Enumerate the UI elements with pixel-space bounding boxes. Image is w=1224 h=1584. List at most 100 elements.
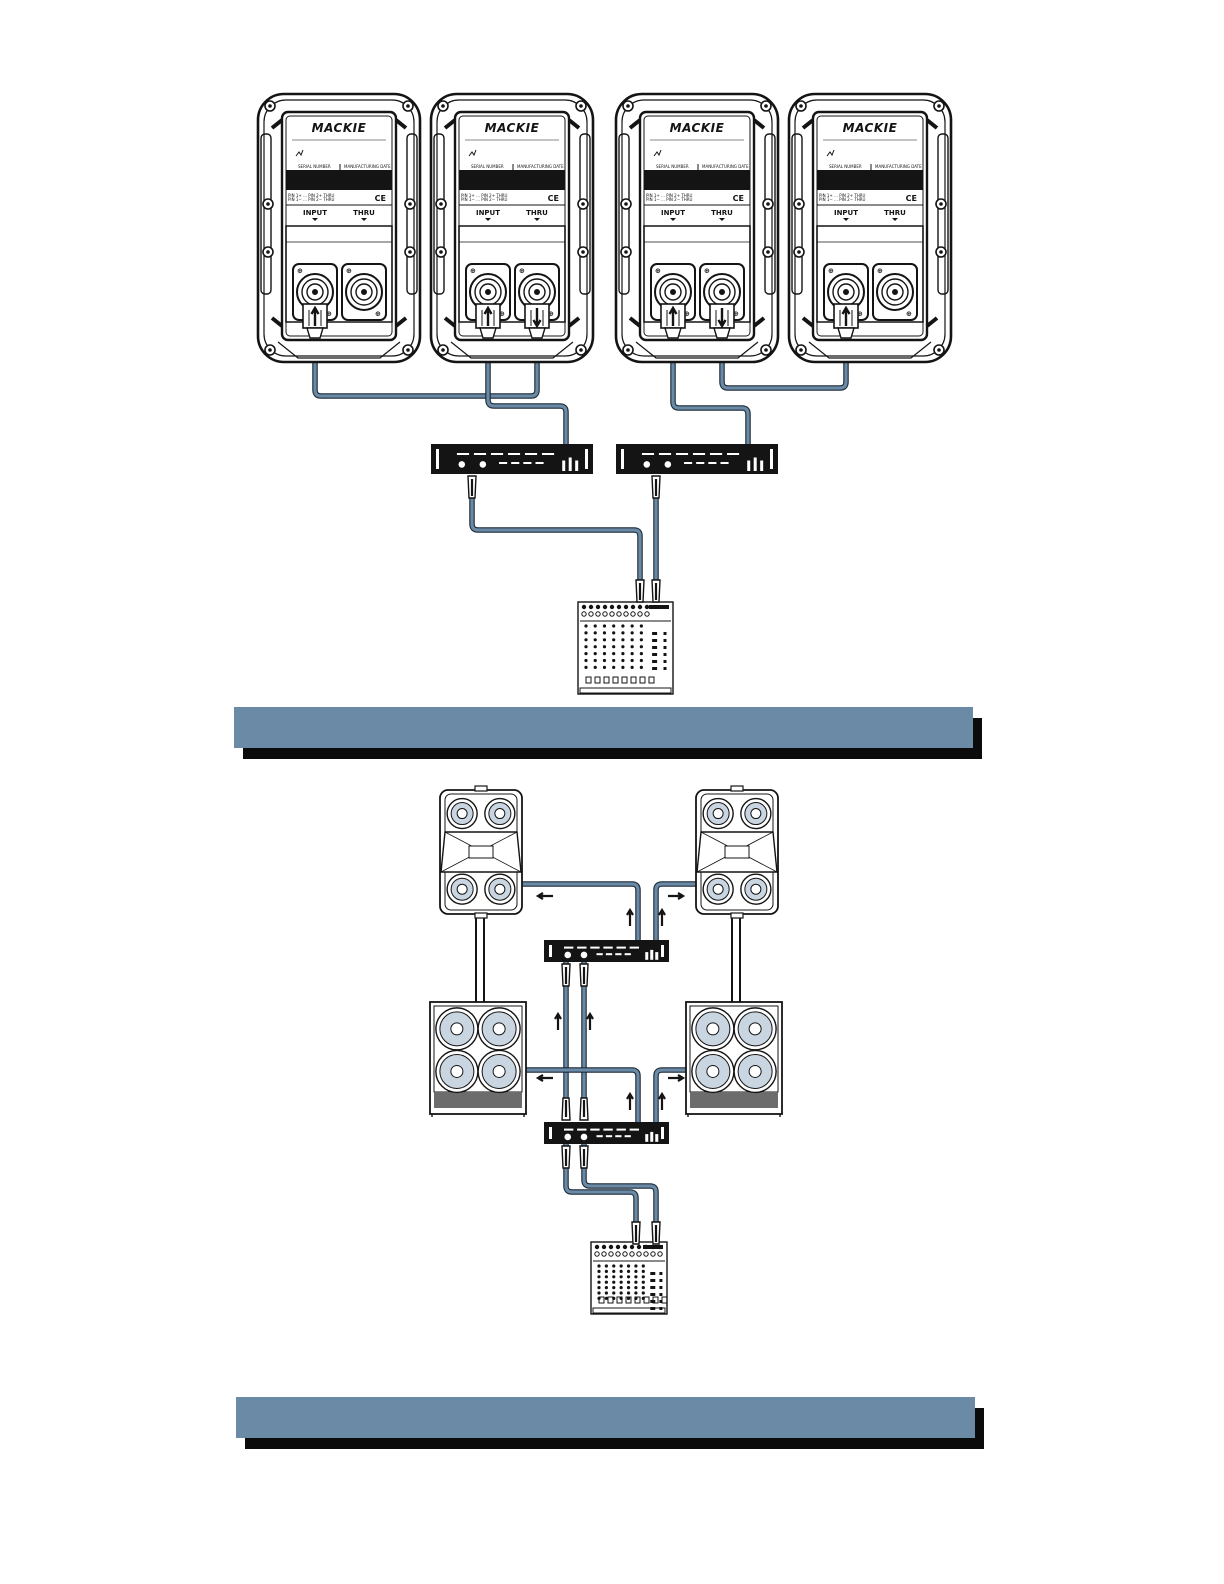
arrow-up-sub-1 xyxy=(626,1091,634,1110)
serial-number-label: SERIAL NUMBER xyxy=(829,164,862,169)
svg-text:⊕: ⊕ xyxy=(733,310,739,318)
pin-text-2: PIN 1− … PIN 2− THRU xyxy=(288,197,335,202)
amp-b2-plug-in-2 xyxy=(579,1097,589,1121)
thru-connector: ⊕⊕ xyxy=(872,263,918,321)
ce-mark: CE xyxy=(375,194,386,203)
full-range-speaker-right xyxy=(695,785,779,919)
svg-text:⊕: ⊕ xyxy=(548,310,554,318)
speaker3-input-plug xyxy=(660,303,686,339)
manufacturing-date-label: MANUFACTURING DATE xyxy=(517,164,564,169)
speaker-rear-1: MACKIE SERIAL NUMBER MANUFACTURING DATE PIN… xyxy=(256,92,422,364)
thru-label: THRU xyxy=(711,209,733,217)
pin-text-2: PIN 1− … PIN 2− THRU xyxy=(461,197,508,202)
svg-text:⊕: ⊕ xyxy=(519,267,525,275)
speaker2-thru-plug xyxy=(524,303,550,339)
svg-text:⊕: ⊕ xyxy=(346,267,352,275)
cable-sub-left xyxy=(521,1067,641,1125)
svg-text:⊕: ⊕ xyxy=(684,310,690,318)
serial-block xyxy=(644,170,750,190)
cable-speaker1-to-thru2 xyxy=(312,333,540,399)
serial-number-label: SERIAL NUMBER xyxy=(298,164,331,169)
amp-b1-plug-2 xyxy=(579,963,589,987)
pin-text-1: PIN 1+ … PIN 2+ THRU xyxy=(288,193,335,198)
speaker3-thru-plug xyxy=(709,303,735,339)
small-mark-icon xyxy=(653,149,662,157)
input-caret-icon xyxy=(312,218,318,221)
mackie-logo: MACKIE xyxy=(843,121,898,135)
mixer-bottom xyxy=(590,1241,668,1315)
cable-thru3-to-speaker4 xyxy=(719,333,849,391)
ce-mark: CE xyxy=(733,194,744,203)
subwoofer-right xyxy=(685,1001,783,1117)
thru-label: THRU xyxy=(353,209,375,217)
mackie-logo: MACKIE xyxy=(312,121,367,135)
pin-text-2: PIN 1− … PIN 2− THRU xyxy=(819,197,866,202)
cable-top-left xyxy=(519,881,641,943)
arrow-left-top xyxy=(535,892,553,900)
ce-mark: CE xyxy=(548,194,559,203)
thru-caret-icon xyxy=(719,218,725,221)
arrow-left-sub xyxy=(535,1074,553,1082)
thru-label: THRU xyxy=(526,209,548,217)
svg-text:⊕: ⊕ xyxy=(470,267,476,275)
input-label: INPUT xyxy=(303,209,327,217)
amp1-output-plug xyxy=(467,475,477,499)
arrow-up-sub-2 xyxy=(658,1091,666,1110)
arrow-up-top-2 xyxy=(658,907,666,926)
pin-text-1: PIN 1+ … PIN 2+ THRU xyxy=(819,193,866,198)
svg-text:⊕: ⊕ xyxy=(326,310,332,318)
svg-text:⊕: ⊕ xyxy=(499,310,505,318)
pin-text-2: PIN 1− … PIN 2− THRU xyxy=(646,197,693,202)
manufacturing-date-label: MANUFACTURING DATE xyxy=(344,164,391,169)
devices: MACKIE SERIAL NUMBER MANUFACTURING DATE PIN… xyxy=(256,92,953,1315)
cable-amp-to-mixer-2 xyxy=(581,1141,659,1225)
speaker-rear-4: MACKIE SERIAL NUMBER MANUFACTURING DATE PIN… xyxy=(787,92,953,364)
thru-caret-icon xyxy=(892,218,898,221)
amp-b1-plug-1 xyxy=(561,963,571,987)
svg-text:⊕: ⊕ xyxy=(877,267,883,275)
svg-text:⊕: ⊕ xyxy=(704,267,710,275)
cable-amp-to-mixer-1 xyxy=(563,1141,639,1225)
cable-amp1-to-speaker2 xyxy=(485,333,569,449)
serial-number-label: SERIAL NUMBER xyxy=(656,164,689,169)
cable-sub-right xyxy=(653,1067,689,1125)
svg-text:⊕: ⊕ xyxy=(857,310,863,318)
caption-banner-2 xyxy=(236,1397,984,1449)
mixer-out-plug-2 xyxy=(651,579,661,603)
pin-text-1: PIN 1+ … PIN 2+ THRU xyxy=(646,193,693,198)
amp-b2-plug-out-2 xyxy=(579,1145,589,1169)
caption-banner-1 xyxy=(234,707,982,759)
amp-b2-plug-in-1 xyxy=(561,1097,571,1121)
thru-caret-icon xyxy=(361,218,367,221)
full-range-speaker-left xyxy=(439,785,523,919)
svg-text:⊕: ⊕ xyxy=(297,267,303,275)
svg-text:⊕: ⊕ xyxy=(375,310,381,318)
amplifier-bottom-2 xyxy=(544,1122,669,1144)
mackie-logo: MACKIE xyxy=(670,121,725,135)
svg-text:⊕: ⊕ xyxy=(655,267,661,275)
cables xyxy=(312,333,849,1225)
ce-mark: CE xyxy=(906,194,917,203)
mackie-logo: MACKIE xyxy=(485,121,540,135)
manufacturing-date-label: MANUFACTURING DATE xyxy=(702,164,749,169)
small-mark-icon xyxy=(468,149,477,157)
arrow-up-top-1 xyxy=(626,907,634,926)
mixer-b-plug-2 xyxy=(651,1221,661,1245)
input-label: INPUT xyxy=(834,209,858,217)
subwoofer-left xyxy=(429,1001,527,1117)
svg-text:⊕: ⊕ xyxy=(906,310,912,318)
speaker1-input-plug xyxy=(302,303,328,339)
speaker2-input-plug xyxy=(475,303,501,339)
svg-text:⊕: ⊕ xyxy=(828,267,834,275)
serial-block xyxy=(459,170,565,190)
amp2-output-plug xyxy=(651,475,661,499)
input-caret-icon xyxy=(843,218,849,221)
manufacturing-date-label: MANUFACTURING DATE xyxy=(875,164,922,169)
input-caret-icon xyxy=(485,218,491,221)
mixer-b-plug-1 xyxy=(631,1221,641,1245)
amplifier-top-1 xyxy=(431,444,593,474)
arrow-up-mid-1 xyxy=(554,1011,562,1030)
thru-label: THRU xyxy=(884,209,906,217)
speaker-rear-3: MACKIE SERIAL NUMBER MANUFACTURING DATE PIN… xyxy=(614,92,780,364)
